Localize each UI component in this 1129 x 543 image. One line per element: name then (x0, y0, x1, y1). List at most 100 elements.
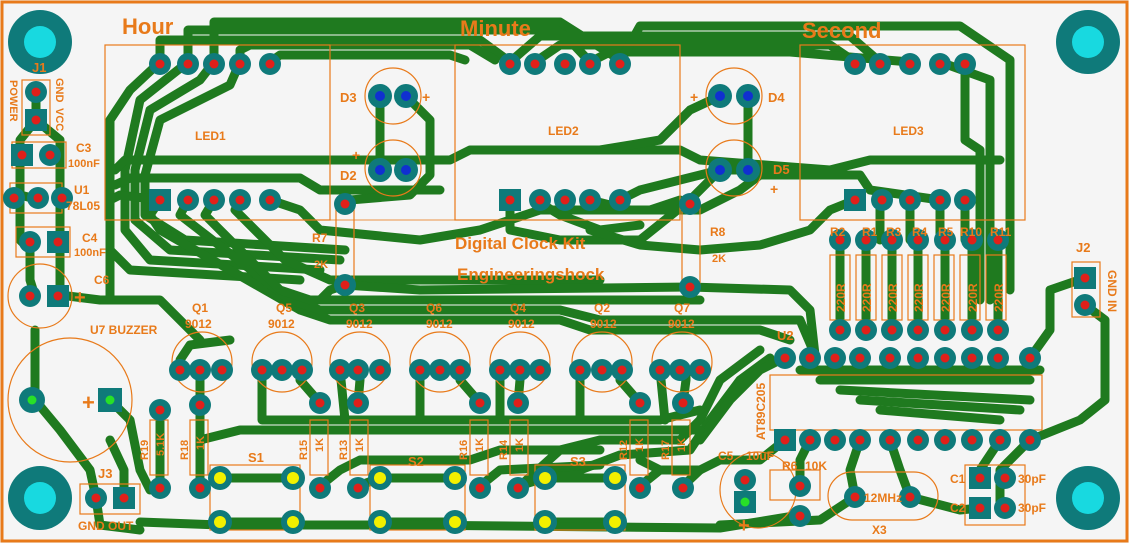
s2-label: S2 (408, 454, 424, 469)
transistor-pad-drill (195, 365, 205, 375)
resistor-array-pad-drill (913, 325, 923, 335)
transistor-pad-drill (375, 365, 385, 375)
q6-label: Q6 (426, 301, 442, 315)
r8-label: R8 (710, 225, 726, 239)
c2-label: C2 (950, 501, 966, 515)
r19-value: 5.1K (155, 433, 167, 456)
q6-value: 9012 (426, 317, 453, 331)
led1-top-pad-drill (265, 59, 275, 69)
u2-pin-pad-drill (940, 435, 950, 445)
led2-label: LED2 (548, 124, 579, 138)
c3-value: 100nF (68, 158, 100, 170)
r12-value: 1K (634, 438, 646, 452)
c2-pad-drill (975, 503, 985, 513)
q1-value: 9012 (185, 317, 212, 331)
u2-pin-pad-drill (940, 353, 950, 363)
c3-label: C3 (76, 141, 92, 155)
u2-pin-pad-drill (1025, 435, 1035, 445)
resistor-array-pad-drill (993, 235, 1003, 245)
transistor-pad-drill (353, 365, 363, 375)
resistor-array-pad-drill (967, 325, 977, 335)
led-indicator-pad-drill (715, 165, 725, 175)
led3-top-pad-drill (850, 59, 860, 69)
q2-label: Q2 (594, 301, 610, 315)
r7-pad-drill (340, 199, 350, 209)
r6-pad-drill (780, 435, 790, 445)
u2-pin-pad-drill (913, 435, 923, 445)
u2-pin-pad-drill (993, 353, 1003, 363)
j1-label: J1 (32, 60, 46, 75)
resistor-value-1: 220R (834, 283, 848, 312)
u7-plus: + (82, 390, 95, 415)
resistor-array-pad-drill (940, 235, 950, 245)
power-label: POWER (7, 80, 19, 122)
led2-top-pad-drill (505, 59, 515, 69)
gnd-label-j1: GND (53, 78, 65, 103)
led2-top-pad-drill (585, 59, 595, 69)
j3-pad-drill (119, 493, 129, 503)
led-indicator-pad-drill (401, 165, 411, 175)
title-digital-clock-kit: Digital Clock Kit (455, 234, 586, 253)
c5-value: 10uF (746, 449, 774, 463)
switch-pad-drill (287, 472, 299, 484)
transistor-pad-drill (335, 365, 345, 375)
q3-label: Q3 (349, 301, 365, 315)
transistor-pad-drill (575, 365, 585, 375)
base-resistor-pad-drill (678, 398, 688, 408)
x3-value: 12MHz (864, 491, 902, 505)
transistor-pad-drill (597, 365, 607, 375)
led-indicator-pad-drill (375, 91, 385, 101)
u2-pin-pad-drill (885, 435, 895, 445)
transistor-pad-drill (617, 365, 627, 375)
r12-label: R12 (618, 440, 630, 460)
c4-pad-drill (25, 237, 35, 247)
s1-label: S1 (248, 450, 264, 465)
transistor-pad-drill (455, 365, 465, 375)
gnd-out-label: GND OUT (78, 519, 134, 533)
u2-pin-pad-drill (995, 435, 1005, 445)
mount-hole-center (24, 26, 56, 58)
d3-plus: + (422, 89, 430, 105)
c3-pad-drill (45, 150, 55, 160)
resistor-array-pad-drill (861, 325, 871, 335)
r18-value: 1K (195, 436, 207, 450)
u2-label: U2 (777, 328, 794, 343)
c6-label: C6 (94, 273, 110, 287)
u2-pin-pad-drill (855, 435, 865, 445)
d4-label: D4 (768, 90, 785, 105)
base-resistor-pad-drill (678, 483, 688, 493)
transistor-pad-drill (297, 365, 307, 375)
base-resistor-pad-drill (475, 483, 485, 493)
led1-top-pad-drill (235, 59, 245, 69)
u1-value: 78L05 (66, 199, 100, 213)
base-resistor-pad-drill (195, 400, 205, 410)
q5-value: 9012 (268, 317, 295, 331)
led3-bottom-pad-drill (960, 195, 970, 205)
transistor-pad-drill (175, 365, 185, 375)
c5-pad-drill (740, 497, 750, 507)
hour-label: Hour (122, 14, 174, 39)
switch-pad-drill (214, 472, 226, 484)
u2-pin-pad-drill (805, 435, 815, 445)
switch-pad-drill (374, 472, 386, 484)
u2-pin-pad-drill (967, 435, 977, 445)
q7-label: Q7 (674, 301, 690, 315)
resistor-array-pad-drill (887, 325, 897, 335)
c4-pad-drill (53, 237, 63, 247)
switch-pad-drill (449, 516, 461, 528)
s3-label: S3 (570, 454, 586, 469)
led-indicator-pad-drill (375, 165, 385, 175)
led1-bottom-pad-drill (209, 195, 219, 205)
u2-pin-pad-drill (913, 353, 923, 363)
led1-top-pad-drill (155, 59, 165, 69)
led3-bottom-pad-drill (850, 195, 860, 205)
led2-bottom-pad-drill (505, 195, 515, 205)
r19-label: R19 (139, 440, 151, 460)
r5-label: R5 (938, 225, 954, 239)
q5-label: Q5 (276, 301, 292, 315)
j3-pad-drill (91, 493, 101, 503)
transistor-pad-drill (515, 365, 525, 375)
j2-pad-drill (1080, 273, 1090, 283)
r10-label: R10 (960, 225, 982, 239)
